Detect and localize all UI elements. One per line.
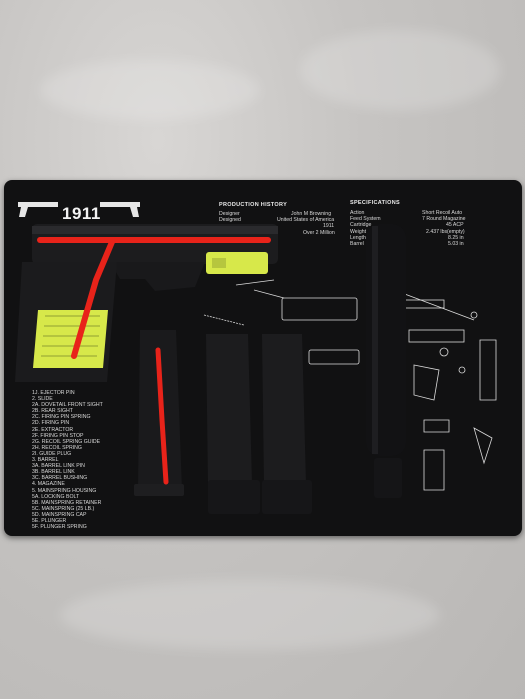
parts-list-item: 5B. MAINSPRING RETAINER <box>32 499 102 506</box>
spec-label: Weight <box>350 228 367 235</box>
fabric-highlight <box>60 580 440 650</box>
specifications-table: Action Short Recoil Auto Feed System 7 Rou… <box>350 210 466 248</box>
spec-value: 7 Round Magazine <box>422 216 466 223</box>
parts-list-item: 3C. BARREL BUSHING <box>32 475 88 482</box>
production-value: Over 2 Million <box>303 229 335 236</box>
parts-list-item: 2E. EXTRACTOR <box>32 426 74 433</box>
mat-brand-title: 1911 <box>62 204 101 223</box>
parts-list-item: 2. SLIDE <box>32 396 53 403</box>
spec-label: Barrel <box>350 241 364 248</box>
pistol-silhouette-icon <box>100 202 140 217</box>
parts-list-item: 2F. FIRING PIN STOP <box>32 432 84 439</box>
magazine <box>262 334 312 514</box>
parts-list-item: 4. MAGAZINE <box>32 481 65 488</box>
exploded-diagram <box>203 279 497 491</box>
parts-list-item: 5C. MAINSPRING (25 LB.) <box>32 505 95 512</box>
production-value: United States of America <box>277 217 335 224</box>
parts-list-item: 2H. RECOIL SPRING <box>32 444 82 451</box>
production-history-table: Designer John M Browning Designed United… <box>219 211 335 236</box>
production-history-heading: PRODUCTION HISTORY <box>219 202 288 208</box>
spec-value: Short Recoil Auto <box>422 210 463 216</box>
parts-list-item: 2I. GUIDE PLUG <box>32 450 72 457</box>
production-label: Designed <box>219 217 241 224</box>
parts-list-item: 5A. LOCKING BOLT <box>32 493 80 500</box>
spec-value: 45 ACP <box>446 222 464 229</box>
spec-value: 5.03 in <box>448 241 464 248</box>
parts-list-item: 3B. BARREL LINK <box>32 469 75 476</box>
parts-list: 1J. EJECTOR PIN 2. SLIDE 2A. DOVETAIL FR… <box>32 390 103 530</box>
production-value: 1911 <box>323 223 335 230</box>
parts-list-item: 2A. DOVETAIL FRONT SIGHT <box>32 402 103 409</box>
specifications-heading: SPECIFICATIONS <box>350 200 400 206</box>
red-annotation <box>37 237 271 485</box>
parts-list-item: 2D. FIRING PIN <box>32 420 70 427</box>
parts-list-item: 2G. RECOIL SPRING GUIDE <box>32 438 101 445</box>
production-label: Designer <box>219 211 240 217</box>
spec-label: Length <box>350 234 366 241</box>
parts-list-item: 3. BARREL <box>32 457 59 464</box>
spec-label: Cartridge <box>350 222 372 229</box>
spec-value: 2.437 lbs(empty) <box>426 228 465 235</box>
production-value: John M Browning <box>291 211 332 217</box>
grip-sleeve <box>33 310 108 368</box>
pistol-silhouette-icon <box>18 202 58 217</box>
parts-list-item: 5D. MAINSPRING CAP <box>32 511 87 518</box>
slide-plate <box>206 252 268 274</box>
suppressor <box>366 224 406 498</box>
parts-list-item: 5. MAINSPRING HOUSING <box>32 487 97 494</box>
mat-graphics <box>18 202 497 491</box>
parts-list-item: 2B. REAR SIGHT <box>32 408 73 415</box>
parts-list-item: 3A. BARREL LINK PIN <box>32 463 85 470</box>
spec-value: 8.25 in <box>448 234 464 241</box>
magazine <box>206 334 260 514</box>
parts-list-item: 1J. EJECTOR PIN <box>32 390 75 396</box>
spec-label: Action <box>350 210 365 216</box>
parts-list-item: 5E. PLUNGER <box>32 517 67 524</box>
spec-label: Feed System <box>350 216 381 223</box>
parts-list-item: 2C. FIRING PIN SPRING <box>32 414 91 421</box>
parts-list-item: 5F. PLUNGER SPRING <box>32 524 87 531</box>
fabric-highlight <box>300 30 500 110</box>
fabric-highlight <box>40 60 260 120</box>
